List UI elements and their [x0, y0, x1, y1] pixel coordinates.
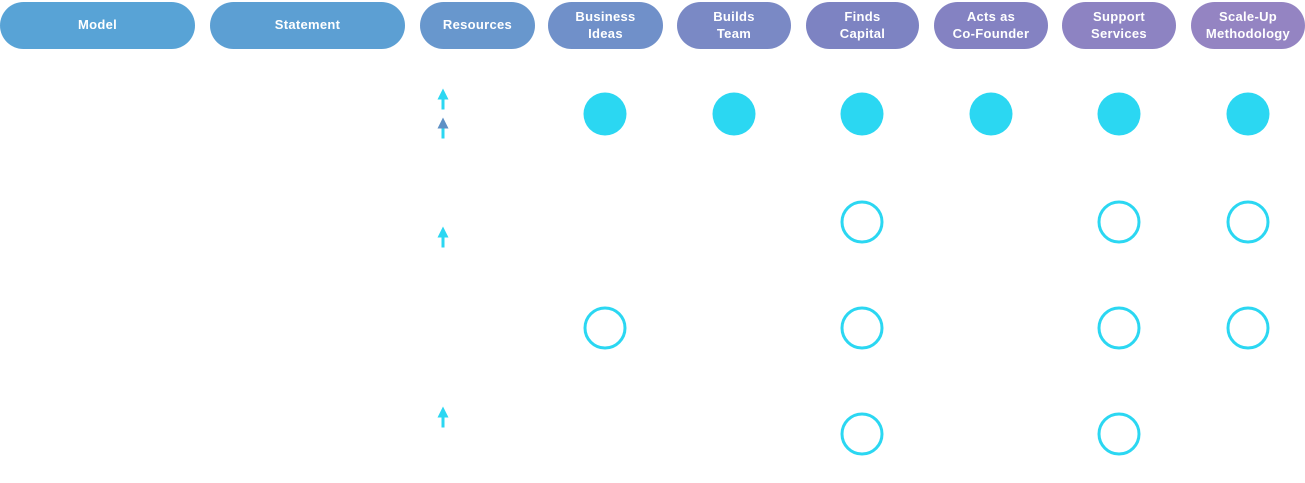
header-pill-label: Support Services — [1091, 8, 1147, 41]
header-pill-builds-team: Builds Team — [677, 2, 791, 49]
header-pill-label: Model — [77, 17, 118, 33]
header-pill-resources: Resources — [420, 2, 535, 49]
up-arrow-icon — [436, 226, 451, 248]
mark-outline-ring — [1226, 200, 1270, 244]
header-pill-statement: Statement — [210, 2, 405, 49]
header-pill-scale-up-methodology: Scale-Up Methodology — [1191, 2, 1305, 49]
header-pill-finds-capital: Finds Capital — [806, 2, 919, 49]
header-pill-label: Business Ideas — [575, 8, 636, 41]
header-pill-support-services: Support Services — [1062, 2, 1176, 49]
header-pill-label: Acts as Co-Founder — [952, 8, 1030, 41]
header-pill-business-ideas: Business Ideas — [548, 2, 663, 49]
mark-filled-dot — [1226, 92, 1270, 136]
mark-filled-dot — [712, 92, 756, 136]
up-arrow-blue-head-icon — [436, 117, 451, 139]
header-pill-acts-as-co-founder: Acts as Co-Founder — [934, 2, 1048, 49]
mark-outline-ring — [1097, 200, 1141, 244]
mark-filled-dot — [1097, 92, 1141, 136]
mark-outline-ring — [1226, 306, 1270, 350]
mark-filled-dot — [583, 92, 627, 136]
mark-outline-ring — [1097, 306, 1141, 350]
mark-outline-ring — [840, 200, 884, 244]
mark-outline-ring — [1097, 412, 1141, 456]
mark-outline-ring — [840, 412, 884, 456]
header-pill-model: Model — [0, 2, 195, 49]
header-pill-label: Finds Capital — [839, 8, 886, 41]
mark-outline-ring — [840, 306, 884, 350]
header-pill-label: Resources — [442, 17, 513, 33]
up-arrow-icon — [436, 88, 451, 110]
up-arrow-icon — [436, 406, 451, 428]
mark-filled-dot — [969, 92, 1013, 136]
header-pill-label: Scale-Up Methodology — [1205, 8, 1291, 41]
mark-outline-ring — [583, 306, 627, 350]
header-pill-label: Statement — [274, 17, 341, 33]
header-pill-label: Builds Team — [713, 8, 755, 41]
mark-filled-dot — [840, 92, 884, 136]
